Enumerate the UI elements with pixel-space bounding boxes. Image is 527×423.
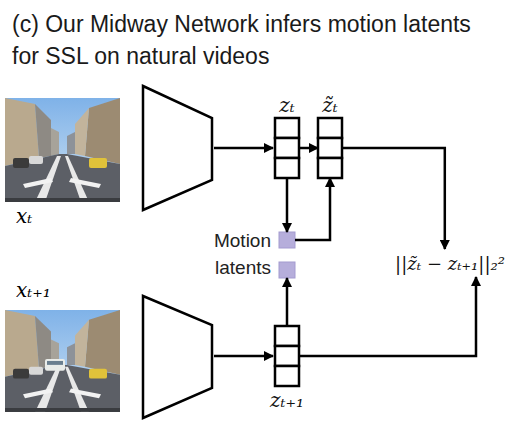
flow-arrow (299, 277, 476, 356)
vector-cell (318, 138, 342, 158)
latent-square (279, 232, 295, 248)
latent-square (279, 262, 295, 278)
vector-cell (275, 366, 299, 386)
vector-cell (275, 326, 299, 346)
figure-title: (c) Our Midway Network infers motion lat… (12, 8, 492, 72)
math-label: zₜ (279, 93, 294, 117)
node-shape (275, 326, 299, 386)
flow-arrow (295, 178, 330, 240)
node-shape (279, 232, 295, 278)
flow-arrow (286, 178, 289, 232)
bus-window (47, 361, 63, 365)
motion-latents: Motion latents (279, 232, 295, 278)
flow-arrow (342, 148, 445, 249)
vector-cell (275, 138, 299, 158)
math-label: zₜ₊₁ (270, 388, 304, 412)
vector-cell (318, 158, 342, 178)
vector-cell (275, 158, 299, 178)
street-scene (5, 310, 120, 412)
flow-arrow (299, 147, 318, 150)
node-label: Motion latents (191, 228, 271, 281)
vector-cell (275, 118, 299, 138)
encoder-arrow (214, 147, 273, 150)
loss-formula: ||z̃ₜ − zₜ₊₁||₂² (385, 249, 515, 277)
bus-shape (45, 359, 65, 371)
encoder-trapezoid (143, 296, 212, 418)
video-frame (5, 98, 120, 202)
encoder-arrow (214, 355, 273, 358)
vector-cell (275, 346, 299, 366)
node-shape (275, 118, 299, 178)
node-shape (318, 118, 342, 178)
math-label: z̃ₜ (322, 93, 337, 117)
latent-vector: zₜ (275, 118, 299, 178)
flow-arrow (286, 278, 289, 326)
vector-cell (318, 118, 342, 138)
video-frame (5, 310, 120, 412)
predicted-vector: z̃ₜ (318, 118, 342, 178)
frame-label: xₜ (16, 204, 32, 228)
math-label: ||z̃ₜ − zₜ₊₁||₂² (385, 253, 515, 274)
latent-vector: zₜ₊₁ (275, 326, 299, 386)
street-scene (5, 98, 120, 202)
encoder-trapezoid (143, 86, 212, 210)
frame-label: xₜ₊₁ (16, 278, 51, 302)
